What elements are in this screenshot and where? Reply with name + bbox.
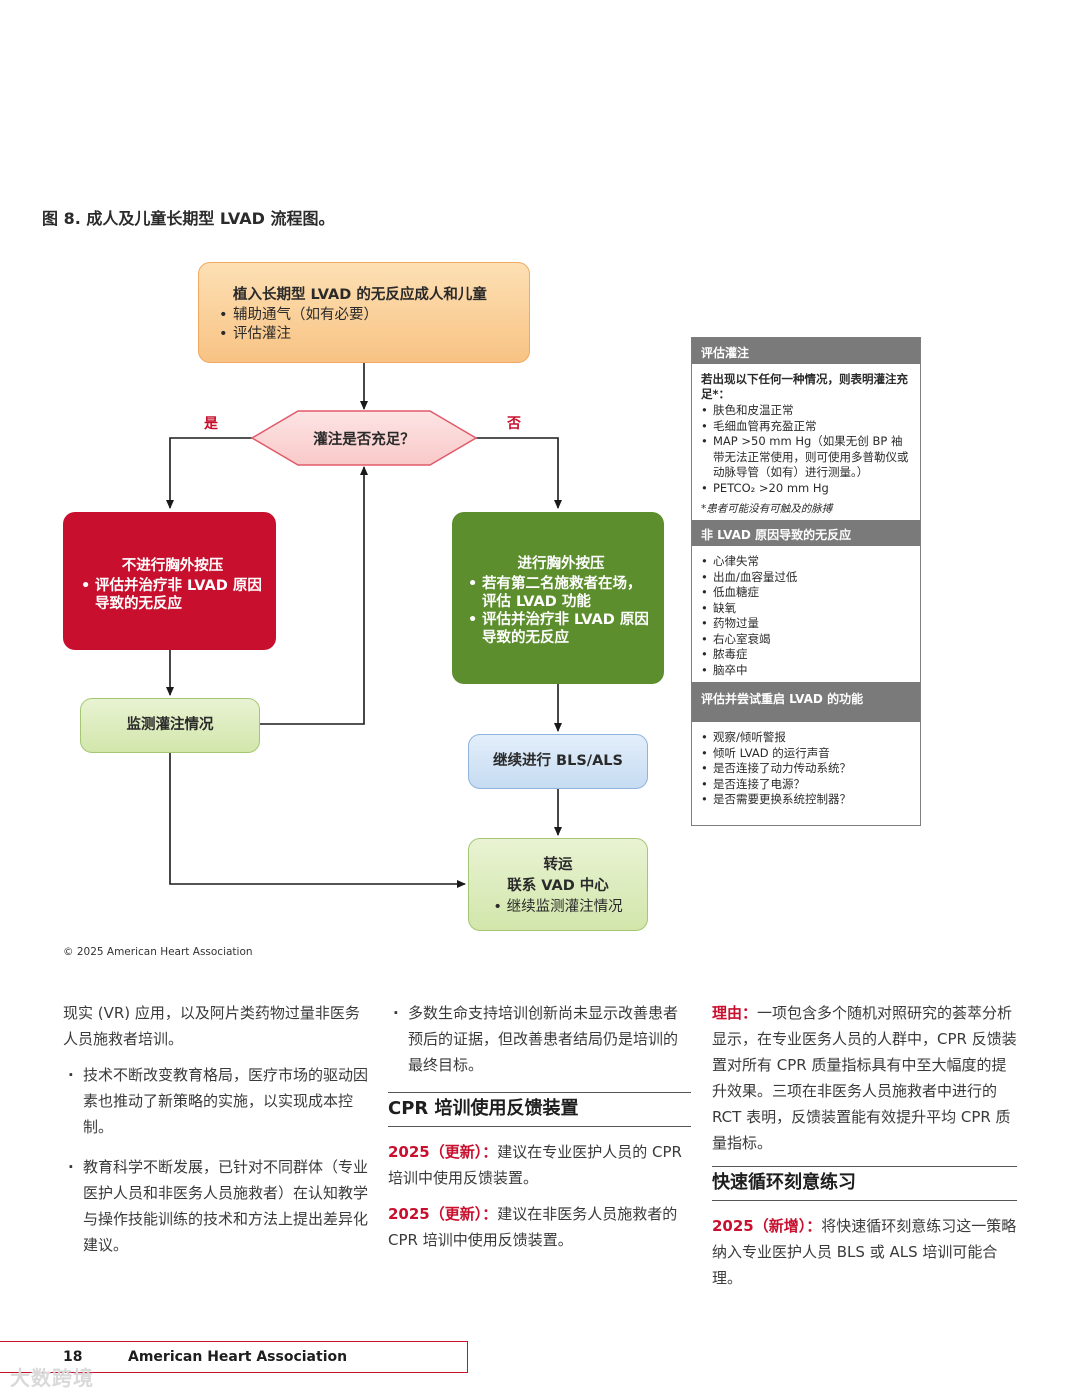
figure-title: 图 8. 成人及儿童长期型 LVAD 流程图。 (42, 209, 335, 228)
perfusion-lead: 若出现以下任何一种情况，则表明灌注充足*： (701, 372, 908, 401)
restart-header: 评估并尝试重启 LVAD 的功能 (692, 682, 920, 722)
non-lvad-section: 心律失常 出血/血容量过低 低血糖症 缺氧 药物过量 右心室衰竭 脓毒症 脑卒中 (692, 546, 920, 682)
non-lvad-item: 脑卒中 (701, 663, 911, 679)
rationale-label: 理由： (712, 1004, 758, 1022)
non-lvad-header: 非 LVAD 原因导致的无反应 (692, 520, 920, 546)
compressions-title: 进行胸外按压 (517, 556, 605, 572)
watermark: 大数跨境 (10, 1366, 94, 1390)
bullet-item: 教育科学不断发展，已针对不同群体（专业医护人员和非医务人员施救者）在认知教学与操… (63, 1154, 368, 1258)
transfer-contact: 联系 VAD 中心 (507, 878, 609, 894)
start-item: 评估灌注 (219, 325, 529, 344)
recommendation-text: 建议在专业医护人员的 CPR 培训中使用反馈装置。 (388, 1143, 682, 1187)
decision-diamond (250, 410, 478, 466)
rationale: 理由：一项包含多个随机对照研究的荟萃分析显示，在专业医务人员的人群中，CPR 反… (712, 1000, 1017, 1156)
recommendation: 2025（新增）：将快速循环刻意练习这一策略 纳入专业医护人员 BLS 或 AL… (712, 1213, 1017, 1291)
non-lvad-item: 右心室衰竭 (701, 632, 911, 648)
non-lvad-item: 出血/血容量过低 (701, 570, 911, 586)
no-label: 否 (507, 416, 521, 432)
footer-bar (0, 1341, 468, 1373)
no-compressions-box: 不进行胸外按压 评估并治疗非 LVAD 原因导致的无反应 (63, 512, 276, 650)
perfusion-item: PETCO₂ >20 mm Hg (701, 481, 911, 497)
restart-item: 观察/倾听警报 (701, 730, 911, 746)
non-lvad-item: 缺氧 (701, 601, 911, 617)
perfusion-item: 肤色和皮温正常 (701, 403, 911, 419)
paragraph: 现实 (VR) 应用，以及阿片类药物过量非医务人员施救者培训。 (63, 1004, 360, 1048)
footer-organization: American Heart Association (128, 1349, 348, 1365)
restart-item: 是否需要更换系统控制器？ (701, 792, 911, 808)
recommendation-label: 2025（更新）： (388, 1205, 498, 1223)
non-lvad-item: 脓毒症 (701, 647, 911, 663)
restart-section: 观察/倾听警报 倾听 LVAD 的运行声音 是否连接了动力传动系统？ 是否连接了… (692, 722, 920, 812)
perfusion-item: 毛细血管再充盈正常 (701, 419, 911, 435)
non-lvad-item: 药物过量 (701, 616, 911, 632)
column-3: 理由：一项包含多个随机对照研究的荟萃分析显示，在专业医务人员的人群中，CPR 反… (712, 1000, 1017, 1301)
perfusion-item: MAP >50 mm Hg（如果无创 BP 袖带无法正常使用，则可使用多普勒仪或… (701, 434, 911, 481)
compressions-item: 若有第二名施救者在场，评估 LVAD 功能 (468, 575, 654, 611)
arrow-monitor-to-decision (260, 466, 368, 725)
recommendation-label: 2025（新增）： (712, 1217, 822, 1235)
compressions-item: 评估并治疗非 LVAD 原因导致的无反应 (468, 611, 654, 647)
section-heading-rapid-cycle: 快速循环刻意练习 (712, 1166, 1017, 1201)
copyright: © 2025 American Heart Association (63, 946, 253, 958)
arrow-yes (166, 437, 252, 509)
transfer-title: 转运 (543, 857, 573, 873)
recommendation-text: 将快速循环刻意练习这一策略 纳入专业医护人员 BLS 或 ALS 培训可能合理。 (712, 1217, 1017, 1287)
arrow-monitor-to-transfer (169, 753, 466, 888)
section-heading-feedback: CPR 培训使用反馈装置 (388, 1092, 691, 1127)
monitor-perfusion-box: 监测灌注情况 (80, 698, 260, 753)
recommendation: 2025（更新）：建议在专业医护人员的 CPR 培训中使用反馈装置。 (388, 1139, 691, 1191)
column-2: 多数生命支持培训创新尚未显示改善患者预后的证据，但改善患者结局仍是培训的最终目标… (388, 1000, 691, 1263)
perfusion-section: 若出现以下任何一种情况，则表明灌注充足*： 肤色和皮温正常 毛细血管再充盈正常 … (692, 364, 920, 520)
bullet-item: 多数生命支持培训创新尚未显示改善患者预后的证据，但改善患者结局仍是培训的最终目标… (388, 1000, 691, 1078)
rationale-text: 一项包含多个随机对照研究的荟萃分析显示，在专业医务人员的人群中，CPR 反馈装置… (712, 1004, 1017, 1152)
no-compressions-title: 不进行胸外按压 (121, 558, 224, 574)
perfusion-note: *患者可能没有可触及的脉搏 (701, 503, 833, 515)
transfer-item: • 继续监测灌注情况 (493, 899, 623, 915)
non-lvad-item: 心律失常 (701, 554, 911, 570)
arrow-no (476, 437, 562, 509)
recommendation-label: 2025（更新）： (388, 1143, 498, 1161)
recommendation-text: 建议在非医务人员施救者的 CPR 培训中使用反馈装置。 (388, 1205, 678, 1249)
restart-item: 是否连接了动力传动系统？ (701, 761, 911, 777)
transfer-box: 转运 联系 VAD 中心 • 继续监测灌注情况 (468, 838, 648, 931)
start-box: 植入长期型 LVAD 的无反应成人和儿童 辅助通气（如有必要） 评估灌注 (198, 262, 530, 363)
no-compressions-item: 评估并治疗非 LVAD 原因导致的无反应 (81, 577, 264, 613)
flowchart-connectors (166, 363, 562, 888)
decision-label: 灌注是否充足？ (313, 432, 415, 448)
start-item: 辅助通气（如有必要） (219, 306, 529, 325)
perfusion-header: 评估灌注 (692, 338, 920, 364)
restart-item: 倾听 LVAD 的运行声音 (701, 746, 911, 762)
bullet-item: 技术不断改变教育格局，医疗市场的驱动因素也推动了新策略的实施，以实现成本控制。 (63, 1062, 368, 1140)
continue-bls-als-box: 继续进行 BLS/ALS (468, 734, 648, 789)
page-number: 18 (63, 1349, 83, 1365)
column-1: 现实 (VR) 应用，以及阿片类药物过量非医务人员施救者培训。 技术不断改变教育… (63, 1000, 368, 1272)
recommendation: 2025（更新）：建议在非医务人员施救者的 CPR 培训中使用反馈装置。 (388, 1201, 691, 1253)
non-lvad-item: 低血糖症 (701, 585, 911, 601)
side-panel: 评估灌注 若出现以下任何一种情况，则表明灌注充足*： 肤色和皮温正常 毛细血管再… (691, 337, 921, 826)
compressions-box: 进行胸外按压 若有第二名施救者在场，评估 LVAD 功能 评估并治疗非 LVAD… (452, 512, 664, 684)
yes-label: 是 (204, 416, 218, 432)
start-title: 植入长期型 LVAD 的无反应成人和儿童 (233, 287, 487, 303)
restart-item: 是否连接了电源？ (701, 777, 911, 793)
